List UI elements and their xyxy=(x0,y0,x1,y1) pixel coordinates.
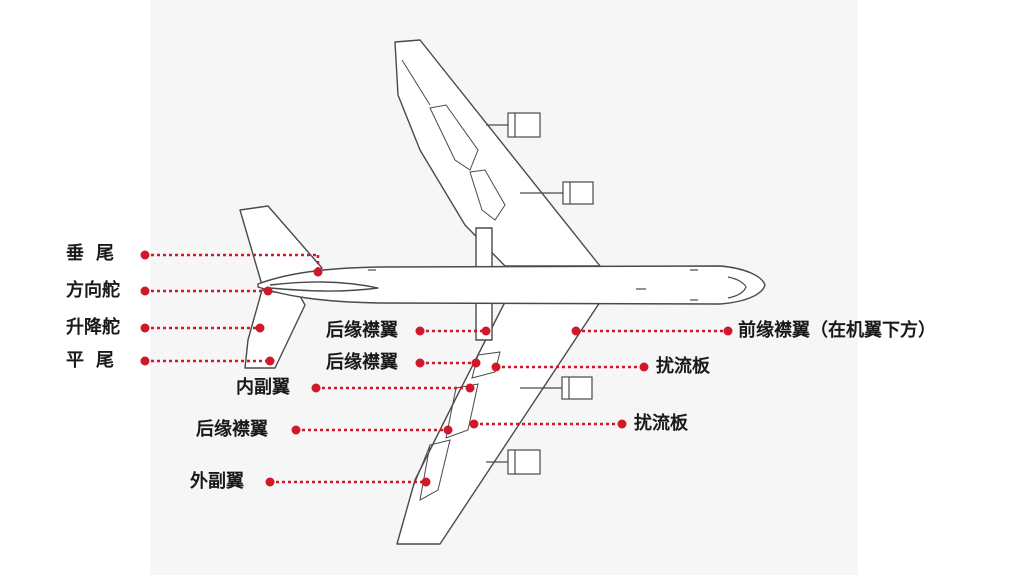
label-trailing-flap-lower: 后缘襟翼 xyxy=(326,352,398,373)
label-horizontal-tail: 平尾 xyxy=(66,350,126,371)
upper-flap-panels xyxy=(429,104,479,171)
wing-root-upper xyxy=(475,227,493,269)
fuselage xyxy=(257,265,766,305)
label-trailing-flap-upper: 后缘襟翼 xyxy=(326,320,398,341)
label-spoiler-upper: 扰流板 xyxy=(656,356,710,377)
label-leading-flap: 前缘襟翼（在机翼下方） xyxy=(738,320,936,341)
lower-flap-panels xyxy=(471,351,501,379)
cockpit-windows xyxy=(727,276,747,299)
engine-upper-inner xyxy=(486,112,541,138)
tail-cone-line xyxy=(269,281,379,292)
upper-wing xyxy=(394,39,601,267)
engine-lower-outer xyxy=(486,449,541,475)
label-trailing-flap-left: 后缘襟翼 xyxy=(196,419,268,440)
label-outer-aileron: 外副翼 xyxy=(190,471,244,492)
engine-lower-inner xyxy=(520,376,593,400)
label-inner-aileron: 内副翼 xyxy=(236,377,290,398)
label-rudder: 方向舵 xyxy=(66,280,120,301)
label-spoiler-lower: 扰流板 xyxy=(634,413,688,434)
engine-upper-outer xyxy=(520,181,594,205)
upper-flap-panels-2 xyxy=(469,169,506,221)
label-vertical-tail: 垂尾 xyxy=(66,243,126,264)
label-elevator: 升降舵 xyxy=(66,317,120,338)
